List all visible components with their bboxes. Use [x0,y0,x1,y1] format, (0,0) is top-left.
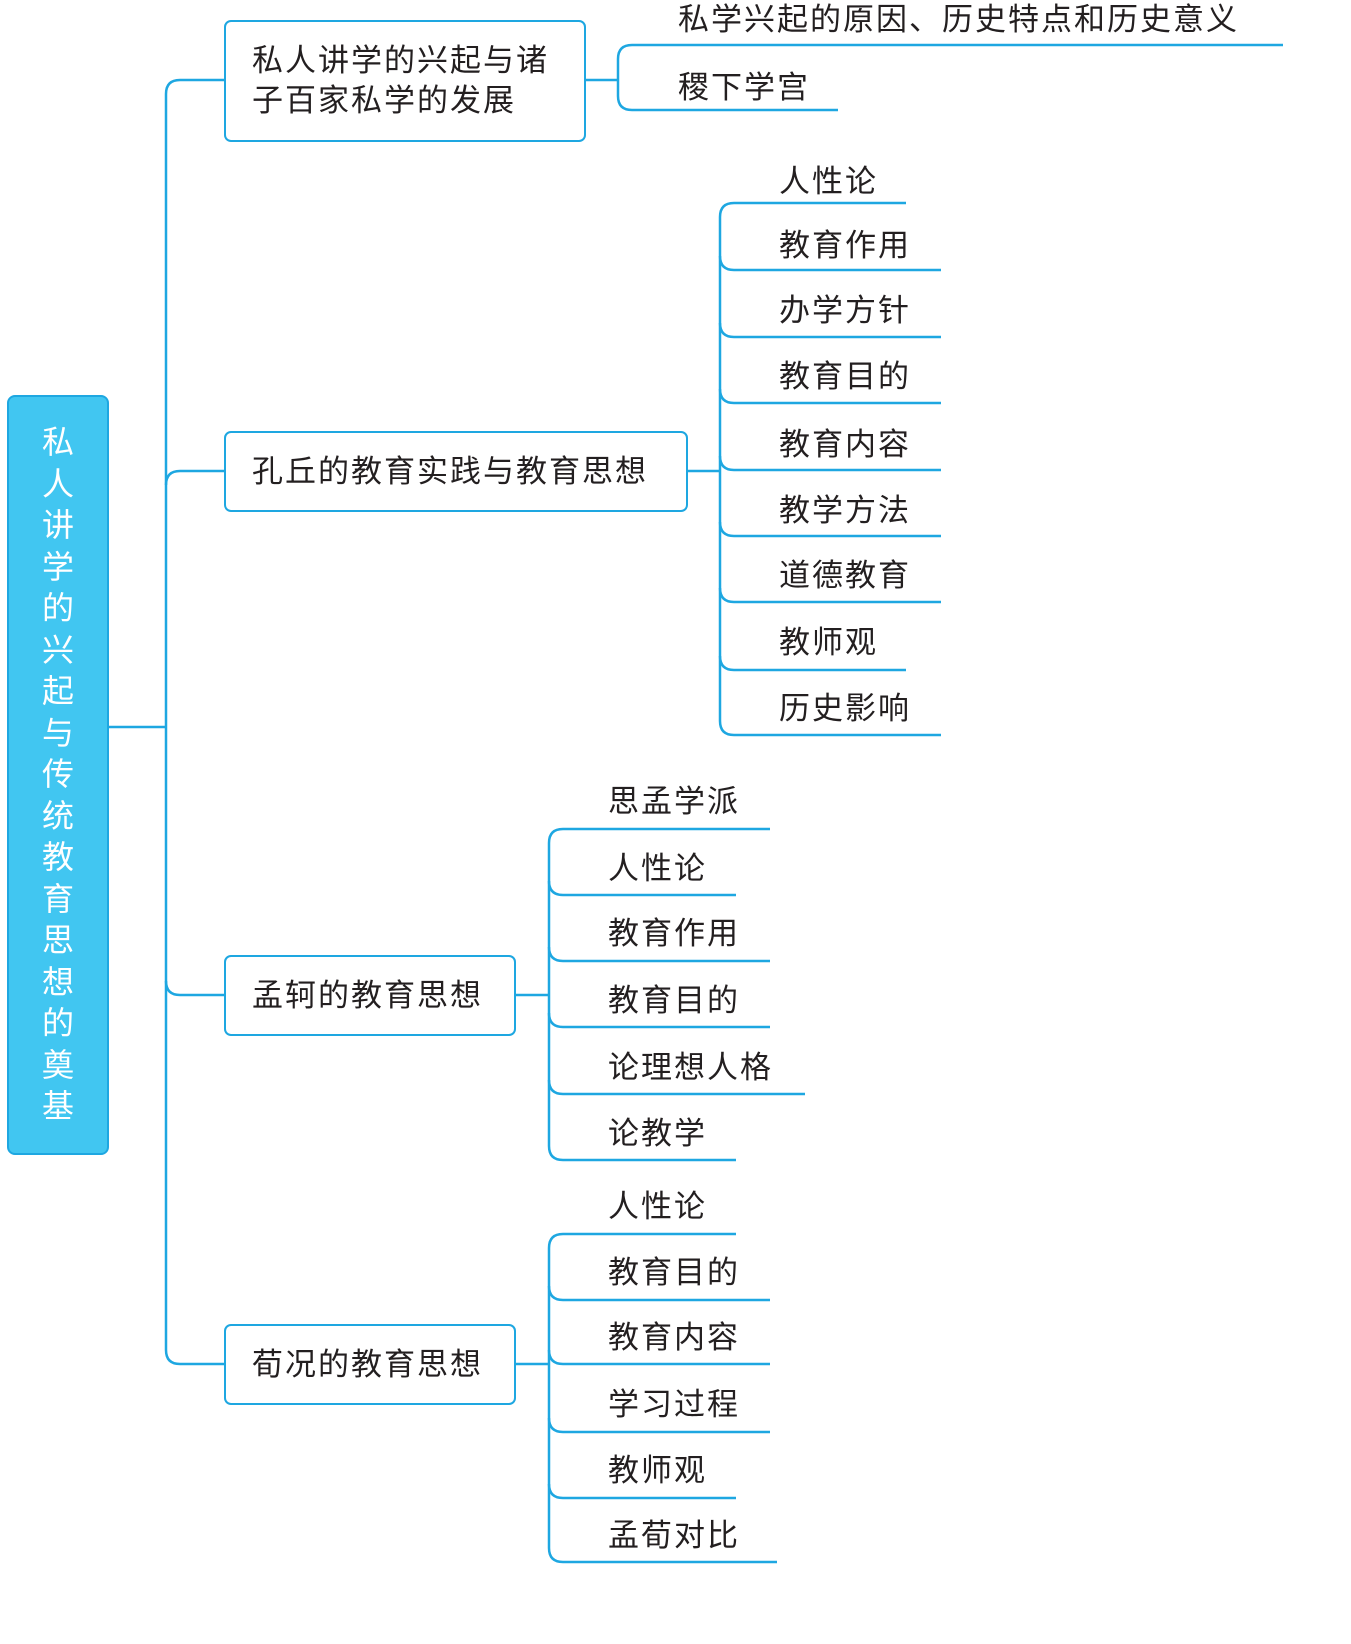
branch-label-line: 子百家私学的发展 [252,83,516,119]
leaf-item: 教育作用 [608,916,740,952]
mencius-leaf-underline [547,1145,736,1162]
leaf-item: 教学方法 [779,493,911,529]
branch-node-private-schools: 私人讲学的兴起与诸 子百家私学的发展 [224,20,586,142]
confucius-leaf-underline [718,388,941,405]
confucius-leaf-underline [718,587,941,604]
leaf-item: 教育目的 [608,1255,740,1291]
leaf-item: 办学方针 [779,293,911,329]
confucius-leaf-underline [718,455,941,472]
xunzi-leaf-underline [547,1547,777,1564]
branch-node-xunzi: 荀况的教育思想 [224,1324,516,1405]
confucius-leaf-underline [718,255,941,272]
confucius-leaf-underline [718,521,941,538]
private-schools-leaf-underline [616,43,1283,60]
leaf-item: 人性论 [779,164,878,200]
leaf-item: 教育内容 [608,1320,740,1356]
branch-label-xunzi: 荀况的教育思想 [252,1346,483,1383]
leaf-item: 人性论 [608,851,707,887]
leaf-item: 道德教育 [779,558,911,594]
trunk-to-branch [164,78,224,95]
leaf-item: 教育内容 [779,427,911,463]
private-schools-leaf-underline [616,95,838,112]
leaf-item: 教育目的 [608,983,740,1019]
leaf-item: 教师观 [608,1453,707,1489]
branch-node-confucius: 孔丘的教育实践与教育思想 [224,431,688,512]
xunzi-leaf-underline [547,1417,770,1434]
leaf-item: 教育目的 [779,359,911,395]
leaf-item: 稷下学宫 [678,70,810,106]
confucius-leaf-underline [718,655,906,672]
mencius-leaf-underline [547,1079,805,1096]
xunzi-leaf-underline [547,1232,736,1249]
branch-label-mencius: 孟轲的教育思想 [252,977,483,1014]
leaf-item: 私学兴起的原因、历史特点和历史意义 [678,2,1239,38]
leaf-item: 教师观 [779,625,878,661]
leaf-item: 孟荀对比 [608,1518,740,1554]
leaf-item: 历史影响 [779,691,911,727]
trunk-to-branch [164,980,224,997]
mencius-leaf-underline [547,827,770,844]
trunk-to-branch [164,1349,224,1366]
mencius-leaf-underline [547,946,770,963]
xunzi-leaf-underline [547,1285,770,1302]
leaf-item: 论教学 [608,1116,707,1152]
branch-node-mencius: 孟轲的教育思想 [224,955,516,1036]
root-node-label: 私人讲学的兴起与传统教育思想的奠基 [41,423,74,1126]
branch-label-confucius: 孔丘的教育实践与教育思想 [252,453,648,490]
leaf-item: 论理想人格 [608,1050,773,1086]
branch-label-line: 私人讲学的兴起与诸 [252,43,549,79]
confucius-leaf-underline [718,201,906,218]
root-node: 私人讲学的兴起与传统教育思想的奠基 [7,395,109,1155]
confucius-leaf-underline [718,322,941,339]
trunk-to-branch [164,469,224,486]
leaf-item: 人性论 [608,1189,707,1225]
mencius-leaf-underline [547,880,736,897]
leaf-item: 学习过程 [608,1387,740,1423]
xunzi-leaf-underline [547,1349,770,1366]
xunzi-leaf-underline [547,1483,736,1500]
leaf-item: 教育作用 [779,228,911,264]
confucius-leaf-underline [718,720,941,737]
leaf-item: 思孟学派 [608,784,740,820]
branch-label-private-schools: 私人讲学的兴起与诸 子百家私学的发展 [252,41,549,121]
mencius-leaf-underline [547,1012,770,1029]
